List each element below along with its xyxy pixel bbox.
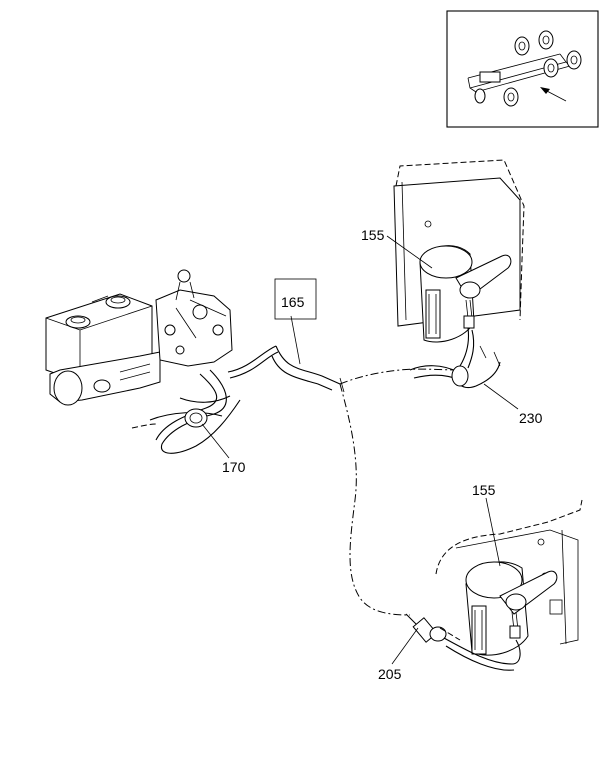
callout-170[interactable]: 170: [222, 459, 246, 475]
hose-assembly-170: [131, 345, 279, 454]
connector-230: [409, 327, 501, 388]
location-arrow-icon: [540, 87, 567, 102]
master-cylinder: [45, 269, 233, 406]
callout-label: 155: [361, 227, 385, 243]
callout-label: 205: [378, 666, 402, 682]
callout-230[interactable]: 230: [519, 410, 543, 426]
horn-155-lower: [465, 561, 558, 656]
leader-lines: [201, 235, 519, 665]
connector-205: [405, 613, 521, 671]
callout-highlight-box: [274, 278, 317, 320]
truck-chassis-icon: [467, 30, 582, 107]
harness-165: [271, 345, 463, 616]
callout-label: 230: [519, 410, 543, 426]
callout-label: 165: [281, 294, 305, 310]
callout-label: 155: [472, 482, 496, 498]
inset-frame: [446, 10, 599, 128]
horn-155-upper: [419, 245, 512, 343]
callout-155-upper[interactable]: 155: [361, 227, 385, 243]
callout-165[interactable]: 165: [274, 278, 317, 320]
callout-label: 170: [222, 459, 246, 475]
callout-155-lower[interactable]: 155: [472, 482, 496, 498]
callout-205[interactable]: 205: [378, 666, 402, 682]
locator-inset: [446, 10, 599, 128]
